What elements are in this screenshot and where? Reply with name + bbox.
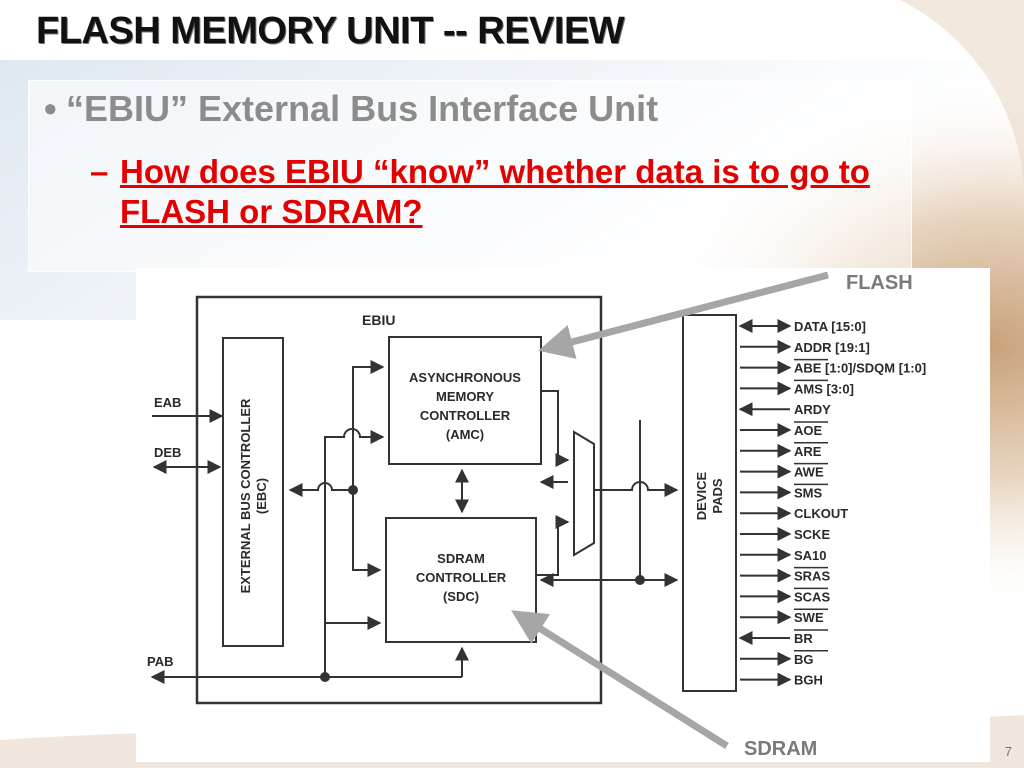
ebiu-outer-block bbox=[195, 295, 603, 705]
address-bus-wire bbox=[324, 428, 385, 677]
signal-label: AWE bbox=[794, 465, 824, 480]
amc-label-line2: MEMORY bbox=[436, 389, 494, 404]
slide-title: FLASH MEMORY UNIT -- REVIEW bbox=[36, 10, 625, 52]
signal-label: ARDY bbox=[794, 402, 831, 417]
signal-label: BR bbox=[794, 631, 813, 646]
signal-label: ADDR [19:1] bbox=[794, 340, 870, 355]
signal-label: SCKE bbox=[794, 527, 830, 542]
flash-callout-label: FLASH bbox=[846, 272, 913, 294]
signal-label: SA10 bbox=[794, 548, 827, 563]
ebiu-label: EBIU bbox=[362, 312, 395, 328]
sdc-label-line1: SDRAM bbox=[437, 551, 485, 566]
sdc-label-line2: CONTROLLER bbox=[416, 570, 507, 585]
ebc-label-line2: (EBC) bbox=[254, 478, 269, 514]
dash-marker: – bbox=[90, 153, 109, 190]
ebc-to-amc-wire bbox=[288, 360, 385, 497]
amc-label-line3: CONTROLLER bbox=[420, 408, 511, 423]
signal-label: SRAS bbox=[794, 569, 830, 584]
sdc-label-line3: (SDC) bbox=[443, 589, 479, 604]
device-pads-label-line2: PADS bbox=[710, 478, 725, 513]
signal-label: ARE bbox=[794, 444, 822, 459]
amc-label-line4: (AMC) bbox=[446, 427, 484, 442]
signal-label: SMS bbox=[794, 485, 823, 500]
device-pads-label-line1: DEVICE bbox=[694, 471, 709, 520]
bullet-dot-icon: • bbox=[44, 88, 57, 129]
ebc-block bbox=[222, 337, 284, 647]
signal-label: BGH bbox=[794, 673, 823, 688]
amc-block bbox=[388, 336, 542, 465]
signal-label: SWE bbox=[794, 610, 824, 625]
signal-label: BG bbox=[794, 652, 814, 667]
bullet-text: “EBIU” External Bus Interface Unit bbox=[66, 88, 659, 129]
junction-dot bbox=[320, 672, 330, 682]
bus-label-pab: PAB bbox=[147, 654, 173, 669]
bullet-ebiu: •“EBIU” External Bus Interface Unit bbox=[44, 88, 658, 130]
signal-label: AMS [3:0] bbox=[794, 381, 854, 396]
signal-label: CLKOUT bbox=[794, 506, 848, 521]
mux-to-pads-wire bbox=[594, 481, 679, 497]
multiplexer bbox=[573, 430, 595, 557]
device-pads-block bbox=[682, 314, 737, 692]
ebc-sdc-wire bbox=[352, 490, 382, 577]
sdc-block bbox=[385, 517, 537, 643]
slide-number: 7 bbox=[1004, 744, 1012, 759]
question-text: How does EBIU “know” whether data is to … bbox=[120, 153, 870, 230]
signal-label: SCAS bbox=[794, 589, 830, 604]
sdram-callout-arrow bbox=[511, 610, 729, 749]
junction-dot bbox=[348, 485, 358, 495]
sdc-to-mux-wire bbox=[536, 515, 570, 576]
sdram-callout-label: SDRAM bbox=[744, 738, 818, 760]
signal-label: ABE [1:0]/SDQM [1:0] bbox=[794, 361, 926, 376]
bus-label-deb: DEB bbox=[154, 445, 181, 460]
amc-label-line1: ASYNCHRONOUS bbox=[409, 370, 521, 385]
signal-label: DATA [15:0] bbox=[794, 319, 866, 334]
bus-label-eab: EAB bbox=[154, 395, 181, 410]
signal-label: AOE bbox=[794, 423, 823, 438]
ebc-label-line1: EXTERNAL BUS CONTROLLER bbox=[238, 398, 253, 593]
amc-to-mux-wire bbox=[541, 390, 570, 467]
flash-callout-arrow bbox=[538, 271, 829, 359]
